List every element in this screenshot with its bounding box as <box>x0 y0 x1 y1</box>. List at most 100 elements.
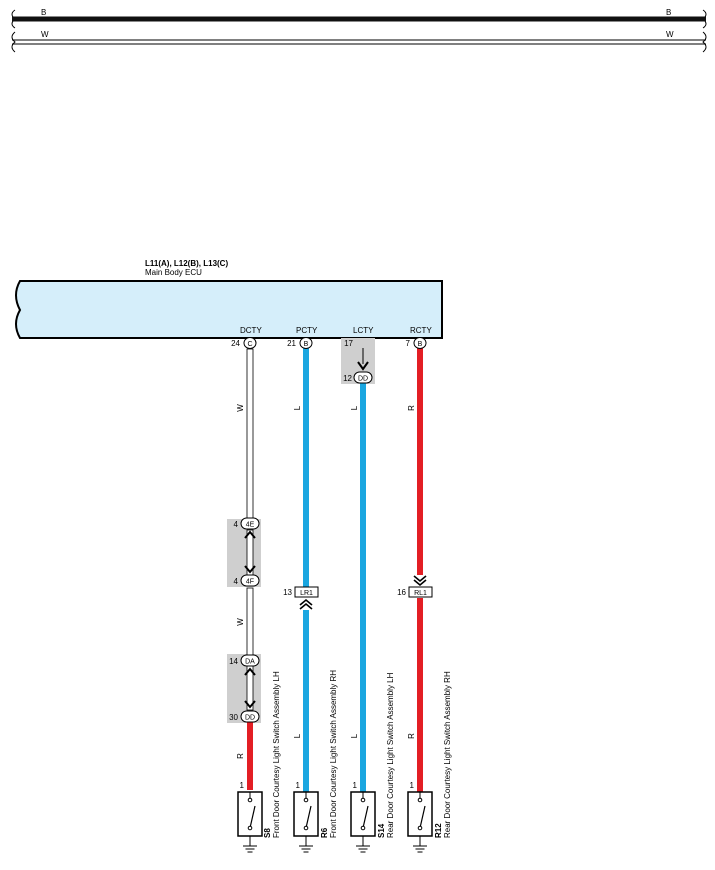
switch-r6: 1 R6 Front Door Courtesy Light Switch As… <box>293 670 338 853</box>
ecu-terminal-rcty: B 7 <box>406 337 427 349</box>
connector-rl1-pin: 16 <box>397 588 406 597</box>
inline-connector-da: DA 14 <box>229 654 260 676</box>
switch-s8-name: Front Door Courtesy Light Switch Assembl… <box>272 671 281 838</box>
switch-r12: 1 R12 Rear Door Courtesy Light Switch As… <box>407 671 452 853</box>
junction-lcty-dd: DD 12 <box>343 361 373 384</box>
switch-contact-icon <box>249 805 256 829</box>
connector-oval <box>240 710 260 723</box>
wire-break-right-w <box>702 31 707 53</box>
switch-s8-code: S8 <box>263 828 272 838</box>
wire-w-label-left: W <box>41 30 49 39</box>
connector-oval <box>240 517 260 530</box>
switch-contact-icon <box>305 805 312 829</box>
switch-r6-pin: 1 <box>296 781 301 790</box>
connector-4e-pin: 4 <box>234 520 239 529</box>
ground-icon <box>356 845 370 853</box>
inline-connector-lr1: LR1 13 <box>283 586 319 610</box>
connector-lr1-pin: 13 <box>283 588 292 597</box>
junction-lcty-connector: DD <box>358 376 368 383</box>
wire-label-dcty-middle: W <box>236 618 245 626</box>
connector-arrow-icon <box>244 700 256 709</box>
double-chevron-down-icon <box>413 575 427 587</box>
wire-label-lcty-upper: L <box>350 405 359 410</box>
wire-b-label-right: B <box>666 8 671 17</box>
inline-connector-4f: 4F 4 <box>234 565 260 587</box>
wire-label-rcty-upper: R <box>407 405 416 411</box>
ground-icon <box>413 845 427 853</box>
terminal-lcty-signal: LCTY <box>353 326 374 335</box>
wire-w-label-right: W <box>666 30 674 39</box>
connector-4e-label: 4E <box>246 522 255 529</box>
inline-connector-rl1: RL1 16 <box>397 575 433 598</box>
connector-4f-pin: 4 <box>234 577 239 586</box>
wire-label-pcty-lower: L <box>293 733 302 738</box>
ground-icon <box>243 845 257 853</box>
connector-arrow-icon <box>244 530 256 539</box>
connector-rect <box>408 586 433 598</box>
main-body-ecu: L11(A), L12(B), L13(C) Main Body ECU DCT… <box>15 259 443 339</box>
wire-break-left-w <box>11 31 16 53</box>
terminal-lcty-pin: 17 <box>344 339 353 348</box>
ecu-terminal-dcty: C 24 <box>231 337 257 349</box>
double-chevron-up-icon <box>299 598 313 610</box>
wire-dcty <box>246 348 254 790</box>
ecu-connector-codes: L11(A), L12(B), L13(C) <box>145 259 228 268</box>
terminal-rcty-connector: B <box>418 341 423 348</box>
terminal-oval <box>413 337 427 349</box>
connector-lr1-label: LR1 <box>300 590 313 597</box>
junction-lcty-pin: 12 <box>343 374 352 383</box>
terminal-dcty-pin: 24 <box>231 339 240 348</box>
connector-da-pin: 14 <box>229 657 238 666</box>
terminal-pcty-connector: B <box>304 341 309 348</box>
connector-arrow-icon <box>357 361 369 371</box>
inline-connector-4e: 4E 4 <box>234 517 260 539</box>
wire-label-dcty-upper: W <box>236 404 245 412</box>
switch-contact-icon <box>419 805 426 829</box>
terminal-oval <box>299 337 313 349</box>
wire-label-pcty-upper: L <box>293 405 302 410</box>
switch-r12-code: R12 <box>434 823 443 838</box>
wire-dcty-segment-3 <box>246 587 254 658</box>
switch-s14-pin: 1 <box>353 781 358 790</box>
switch-s14-name: Rear Door Courtesy Light Switch Assembly… <box>386 672 395 838</box>
ecu-box <box>15 280 443 339</box>
connector-rl1-label: RL1 <box>414 590 427 597</box>
terminal-rcty-signal: RCTY <box>410 326 432 335</box>
switch-r6-name: Front Door Courtesy Light Switch Assembl… <box>329 670 338 838</box>
ecu-terminal-pcty: B 21 <box>287 337 313 349</box>
wire-dcty-segment-1 <box>246 348 254 523</box>
inline-connector-dd: DD 30 <box>229 700 260 723</box>
switch-r6-code: R6 <box>320 827 329 838</box>
wire-label-lcty-lower: L <box>350 733 359 738</box>
connector-arrow-icon <box>244 565 256 574</box>
ecu-terminal-lcty: 17 <box>344 339 353 348</box>
connector-oval <box>240 574 260 587</box>
switch-s14: 1 S14 Rear Door Courtesy Light Switch As… <box>350 672 395 853</box>
switch-contact-icon <box>362 805 369 829</box>
switch-s8: 1 S8 Front Door Courtesy Light Switch As… <box>237 671 281 853</box>
connector-dd-label: DD <box>245 715 255 722</box>
connector-dd-pin: 30 <box>229 713 238 722</box>
terminal-oval <box>243 337 257 349</box>
connector-da-label: DA <box>245 659 255 666</box>
terminal-rcty-pin: 7 <box>406 339 411 348</box>
terminal-dcty-signal: DCTY <box>240 326 262 335</box>
terminal-dcty-connector: C <box>247 341 252 348</box>
connector-oval <box>240 654 260 667</box>
switch-s14-code: S14 <box>377 823 386 838</box>
ecu-name: Main Body ECU <box>145 268 202 277</box>
wire-b-label-left: B <box>41 8 46 17</box>
switch-r12-name: Rear Door Courtesy Light Switch Assembly… <box>443 671 452 838</box>
connector-4f-label: 4F <box>246 579 254 586</box>
wire-label-rcty-lower: R <box>407 733 416 739</box>
wire-label-dcty-lower: R <box>236 753 245 759</box>
terminal-pcty-pin: 21 <box>287 339 296 348</box>
switch-r12-pin: 1 <box>410 781 415 790</box>
ground-icon <box>299 845 313 853</box>
connector-oval <box>353 371 373 384</box>
connector-rect <box>294 586 319 598</box>
connector-arrow-icon <box>244 667 256 676</box>
top-bus-wires: B B W W <box>11 8 707 53</box>
terminal-pcty-signal: PCTY <box>296 326 318 335</box>
